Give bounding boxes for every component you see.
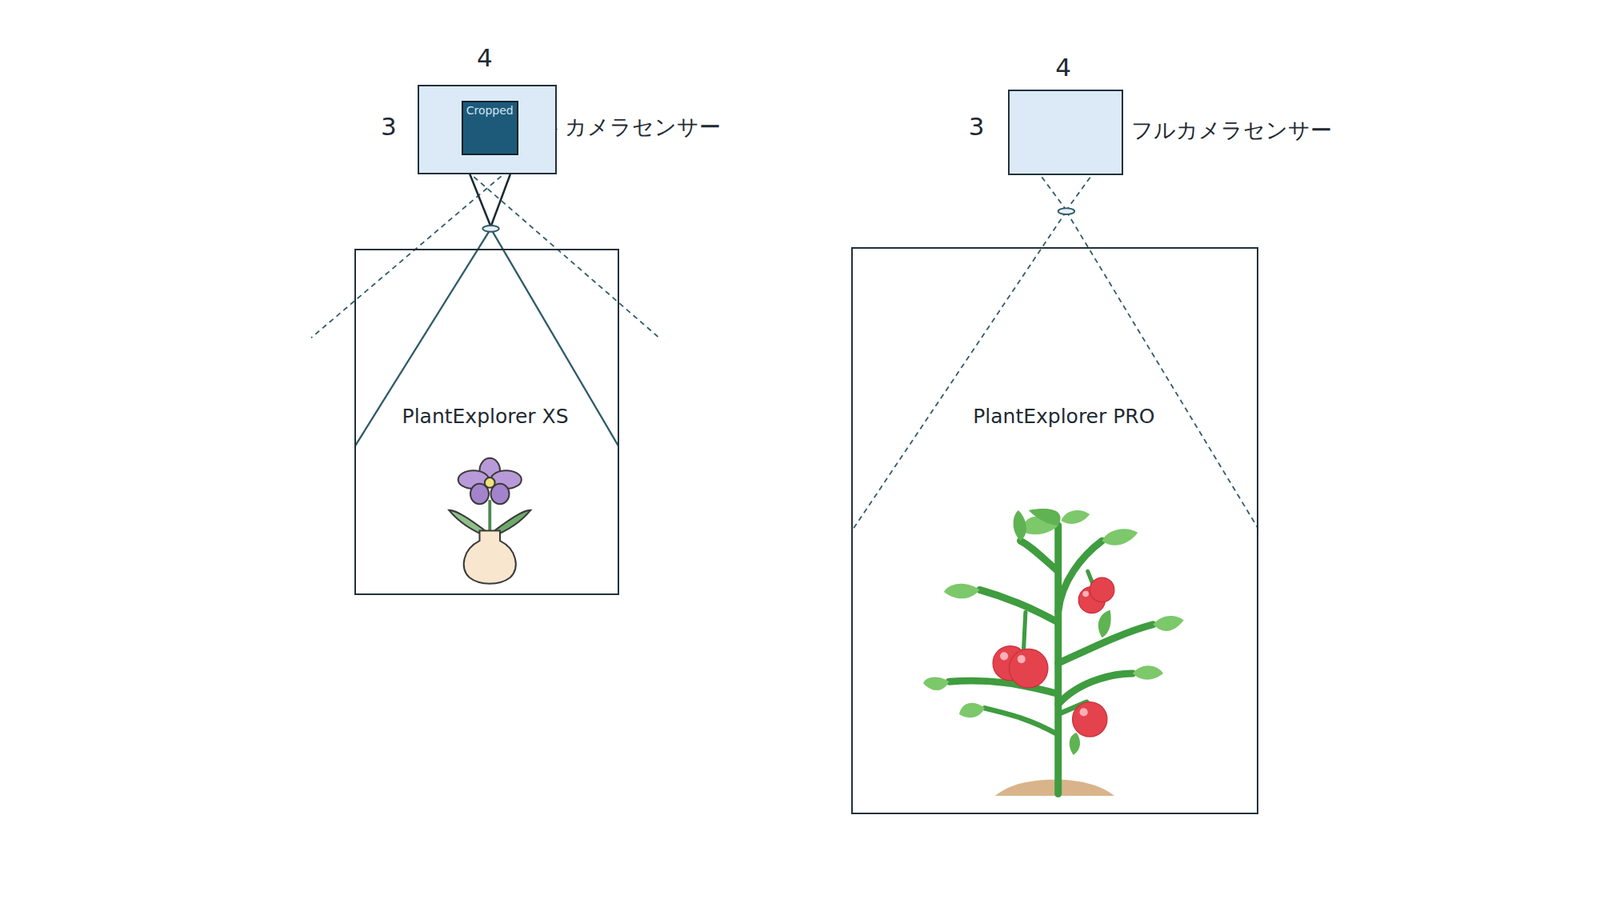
full-camera-sensor: フルカメラセンサー bbox=[1008, 89, 1124, 176]
field-of-view-lines bbox=[311, 128, 1259, 532]
node-title: PlantExplorer PRO bbox=[972, 405, 1155, 429]
dimension-ratio: 4 bbox=[476, 45, 493, 71]
dimension-ratio: 3 bbox=[968, 114, 985, 140]
node-title: Cropped bbox=[466, 104, 514, 117]
lens bbox=[482, 225, 499, 232]
sensor-label: フルカメラセンサー bbox=[1131, 117, 1332, 143]
cropped-region: Cropped bbox=[461, 100, 519, 156]
tomato-plant-illustration bbox=[923, 508, 1184, 796]
lens bbox=[1058, 208, 1075, 215]
camera-sensor: カメラセンサーCropped bbox=[417, 84, 558, 175]
node-title: PlantExplorer XS bbox=[402, 405, 569, 429]
device-enclosure: PlantExplorer XS bbox=[354, 248, 620, 595]
dimension-ratio: 4 bbox=[1055, 55, 1072, 80]
flower-illustration bbox=[448, 458, 531, 584]
device-enclosure: PlantExplorer PRO bbox=[851, 247, 1259, 815]
dimension-ratio: 3 bbox=[380, 114, 397, 140]
sensor-label: カメラセンサー bbox=[564, 114, 721, 140]
